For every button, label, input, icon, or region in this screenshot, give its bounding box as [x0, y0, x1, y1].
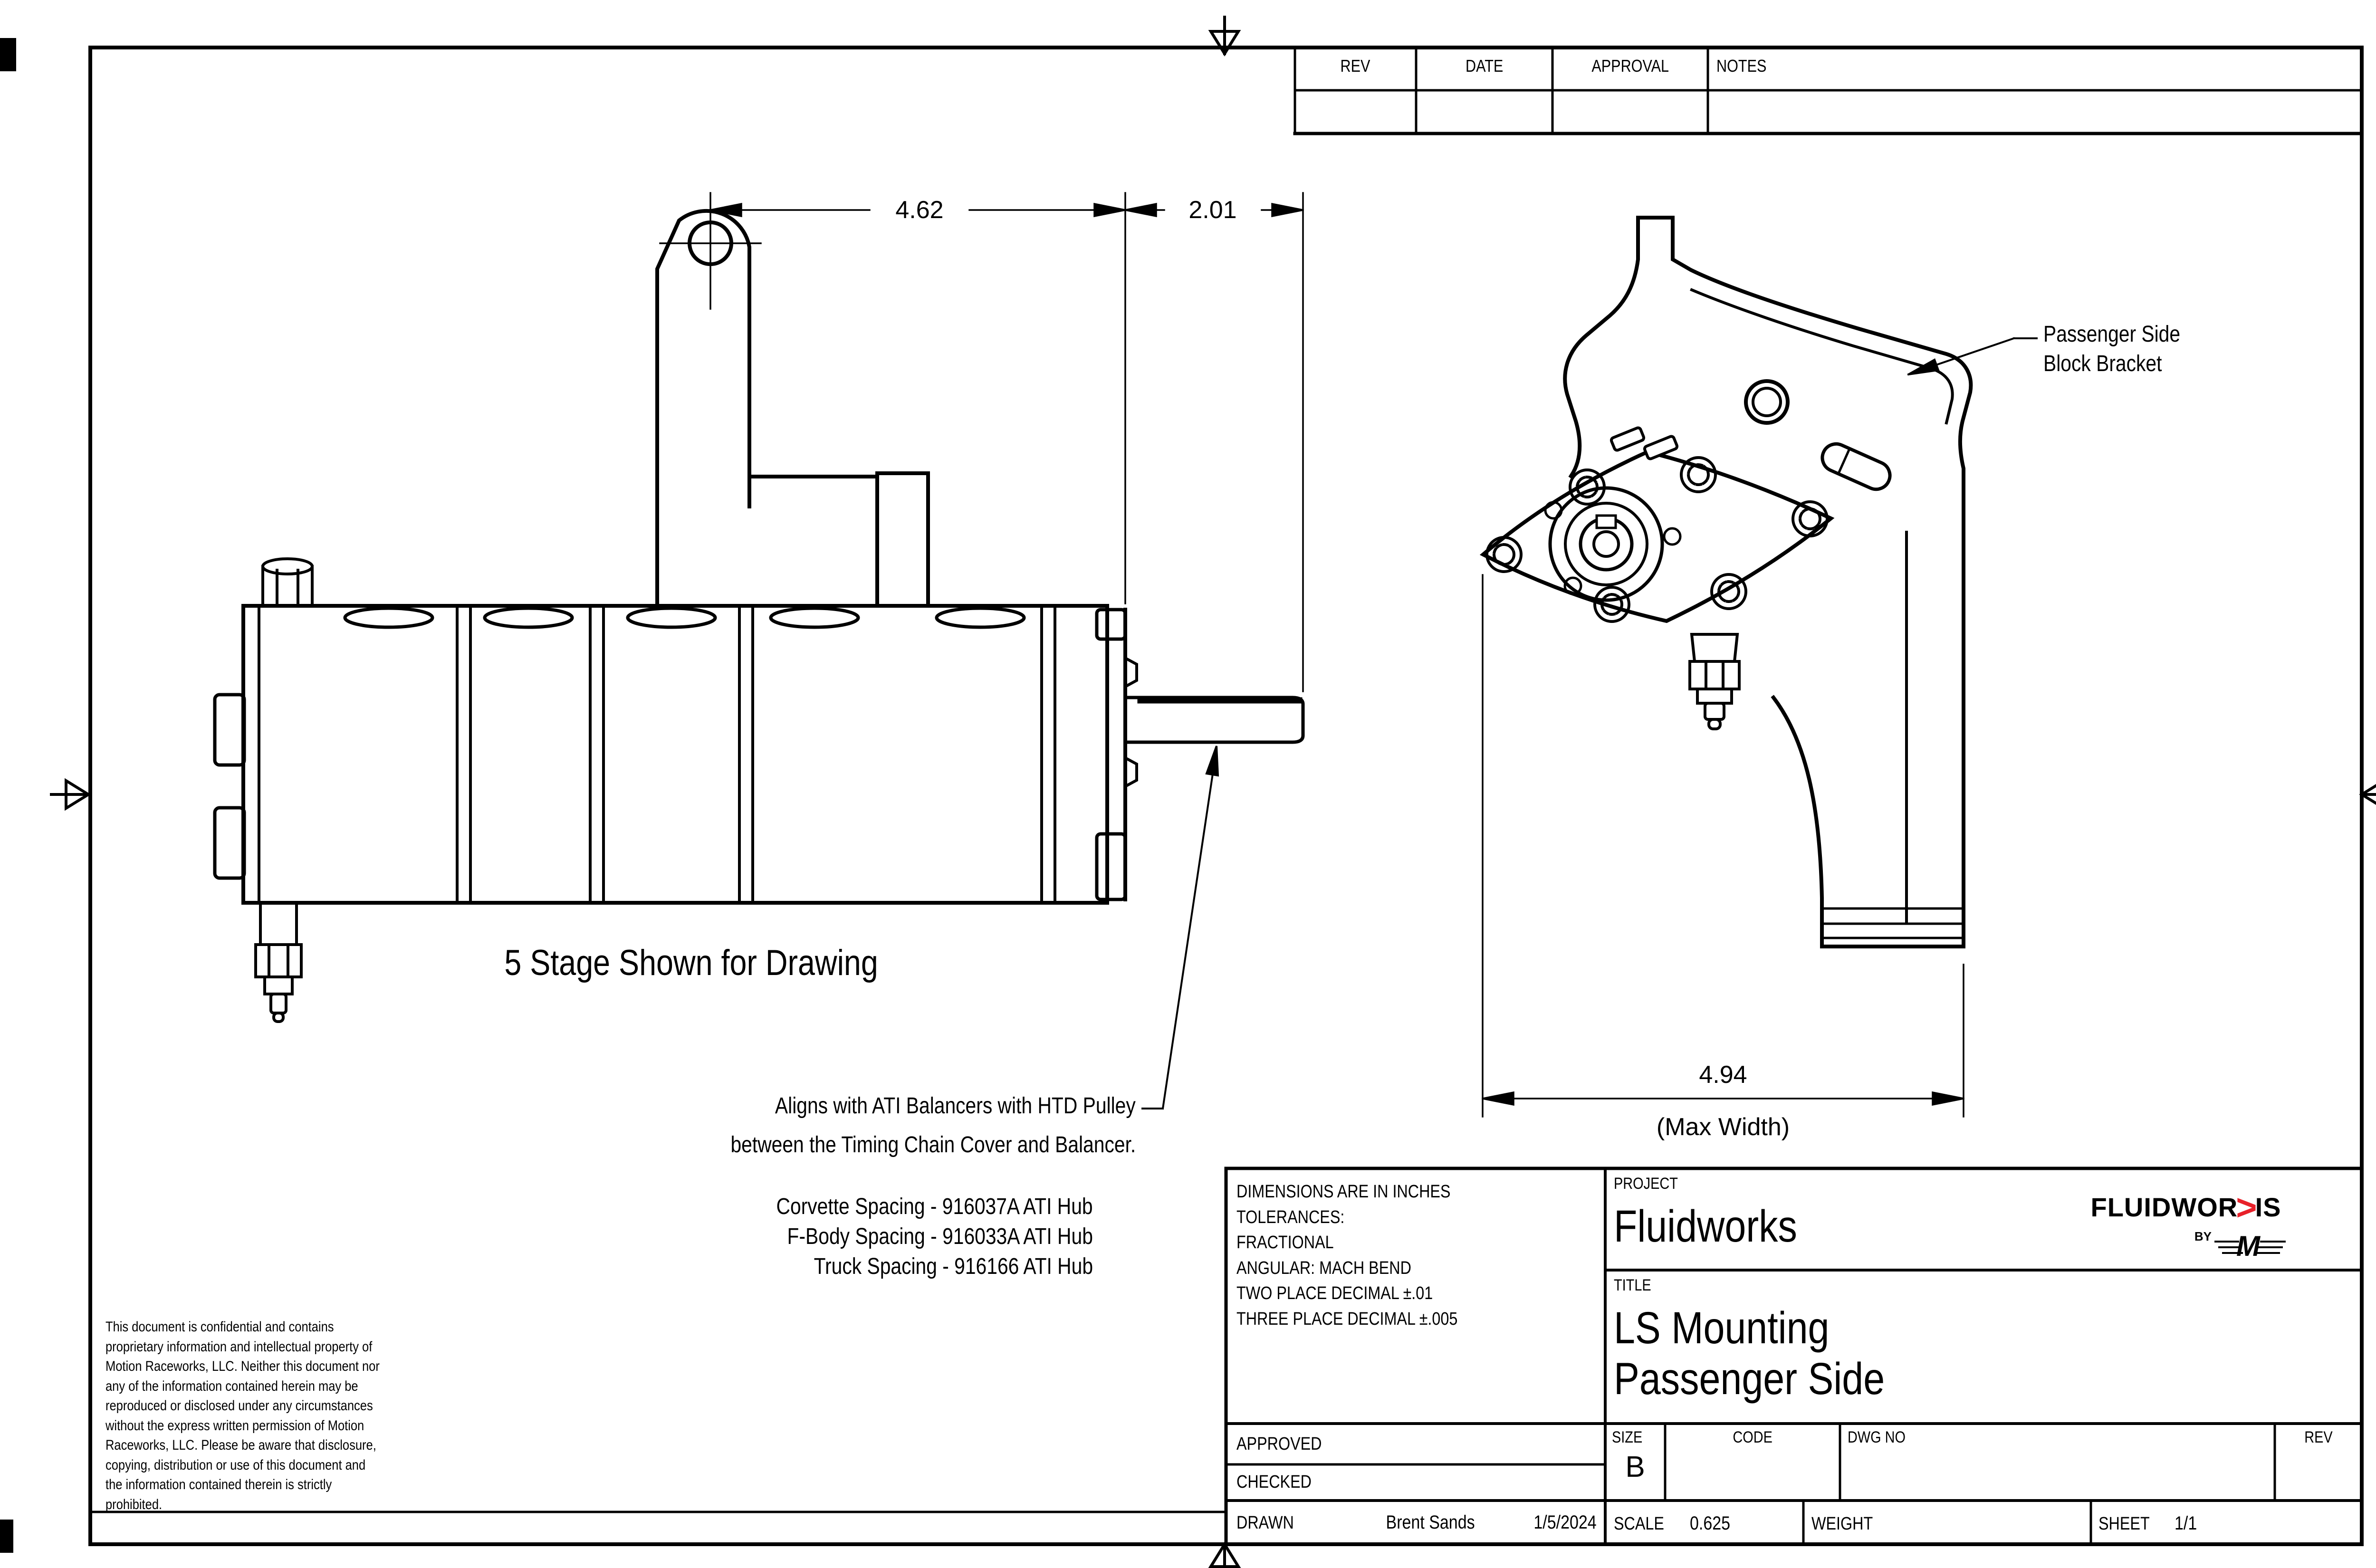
pump-end-bolts: [1485, 456, 1829, 623]
print-mark-top-left: [0, 38, 16, 71]
drawing-title-line2: Passenger Side: [1614, 1354, 1885, 1404]
pump-body: [241, 604, 1109, 905]
revision-table-rules: [1293, 46, 2364, 135]
dim-4-62: [709, 192, 1126, 604]
front-view-pump: [213, 192, 1305, 1110]
pump-bottom-fitting: [1688, 633, 1741, 730]
drive-shaft: [1123, 696, 1305, 744]
end-plate: [1095, 608, 1138, 901]
sheet-value: 1/1: [2175, 1513, 2197, 1534]
svg-text:M: M: [2236, 1230, 2261, 1260]
title-label: TITLE: [1614, 1276, 1651, 1294]
dwg-no-label: DWG NO: [1848, 1428, 1906, 1446]
bracket-label-line2: Block Bracket: [2043, 351, 2162, 376]
project-label: PROJECT: [1614, 1175, 1678, 1193]
front-view-caption: 5 Stage Shown for Drawing: [504, 943, 879, 983]
mount-hole-centerlines: [659, 192, 762, 310]
size-label: SIZE: [1612, 1428, 1643, 1446]
drawing-title-line1: LS Mounting: [1614, 1303, 1830, 1353]
fluidworks-logo-byline: BY M: [2029, 1229, 2343, 1262]
stage-dividers: [456, 604, 1056, 904]
rev-table-header-approval: APPROVAL: [1591, 56, 1669, 76]
stage-ports: [343, 606, 1026, 629]
rev-table-header-date: DATE: [1465, 56, 1504, 76]
dim-text-4-62: 4.62: [895, 196, 944, 224]
center-mark-top-icon: [1208, 16, 1241, 57]
project-name: Fluidworks: [1614, 1201, 1797, 1252]
motion-m-icon: M: [2214, 1230, 2286, 1262]
size-value: B: [1625, 1451, 1645, 1483]
align-note-leader: [1141, 746, 1219, 1110]
fluidworks-logo-wordmark: FLUIDWOR>IS: [2029, 1187, 2343, 1228]
drawn-label: DRAWN: [1236, 1513, 1294, 1533]
spacing-note-truck: Truck Spacing - 916166 ATI Hub: [814, 1254, 1093, 1279]
dim-text-4-94: 4.94: [1699, 1061, 1747, 1089]
center-mark-right-icon: [2359, 784, 2376, 805]
fluidworks-logo-chevron-icon: >: [2236, 1187, 2257, 1228]
bracket-plate: [1563, 216, 1973, 948]
print-mark-bottom-left: [0, 1520, 13, 1553]
scale-label: SCALE: [1614, 1514, 1664, 1534]
confidentiality-note: This document is confidential and contai…: [105, 1319, 380, 1512]
spacing-note-corvette: Corvette Spacing - 916037A ATI Hub: [776, 1194, 1093, 1219]
bracket-bolt-hole: [1744, 379, 1790, 425]
bracket-slot: [1820, 442, 1892, 491]
code-label: CODE: [1733, 1428, 1772, 1446]
weight-label: WEIGHT: [1811, 1514, 1873, 1534]
dim-text-2-01: 2.01: [1188, 196, 1237, 224]
tolerance-block: DIMENSIONS ARE IN INCHES TOLERANCES: FRA…: [1236, 1182, 1458, 1329]
center-mark-bottom-icon: [1208, 1541, 1241, 1568]
drawn-date-value: 1/5/2024: [1533, 1512, 1597, 1533]
align-note-line1: Aligns with ATI Balancers with HTD Pulle…: [775, 1093, 1136, 1119]
checked-label: CHECKED: [1236, 1472, 1312, 1492]
fluidworks-logo-text2: IS: [2255, 1192, 2281, 1222]
left-port-tabs: [213, 693, 246, 880]
dim-2-01: [1124, 192, 1304, 692]
scale-value: 0.625: [1690, 1513, 1731, 1534]
fluidworks-logo: FLUIDWOR>IS BY M: [2029, 1187, 2343, 1262]
spacing-note-fbody: F-Body Spacing - 916033A ATI Hub: [787, 1224, 1093, 1249]
pump-top-fittings: [1610, 426, 1679, 460]
pump-end-boss: [1548, 486, 1664, 602]
bracket-foot-serrations: [1820, 907, 1965, 939]
rev-table-header-notes: NOTES: [1716, 56, 1767, 76]
drawn-by-value: Brent Sands: [1386, 1512, 1475, 1533]
title-block-rules: [1224, 1166, 2364, 1546]
side-view-bracket: [1479, 216, 2038, 1118]
mount-arm: [655, 209, 930, 608]
pump-end-cover: [1479, 449, 1835, 623]
approved-label: APPROVED: [1236, 1434, 1322, 1454]
rev-table-header-rev: REV: [1341, 56, 1370, 76]
rev-label: REV: [2304, 1428, 2333, 1446]
bracket-label-line1: Passenger Side: [2043, 322, 2181, 347]
dim-text-max-width: (Max Width): [1656, 1113, 1790, 1141]
fluidworks-logo-text1: FLUIDWOR: [2090, 1192, 2238, 1222]
center-mark-left-icon: [50, 778, 91, 811]
bracket-label-leader: [1907, 337, 2038, 376]
bottom-relief-fitting: [254, 901, 303, 1023]
dim-4-94: [1482, 574, 1964, 1118]
by-label: BY: [2194, 1229, 2212, 1244]
left-top-fitting: [261, 557, 314, 605]
align-note-line2: between the Timing Chain Cover and Balan…: [730, 1132, 1136, 1157]
sheet-label: SHEET: [2098, 1514, 2150, 1534]
